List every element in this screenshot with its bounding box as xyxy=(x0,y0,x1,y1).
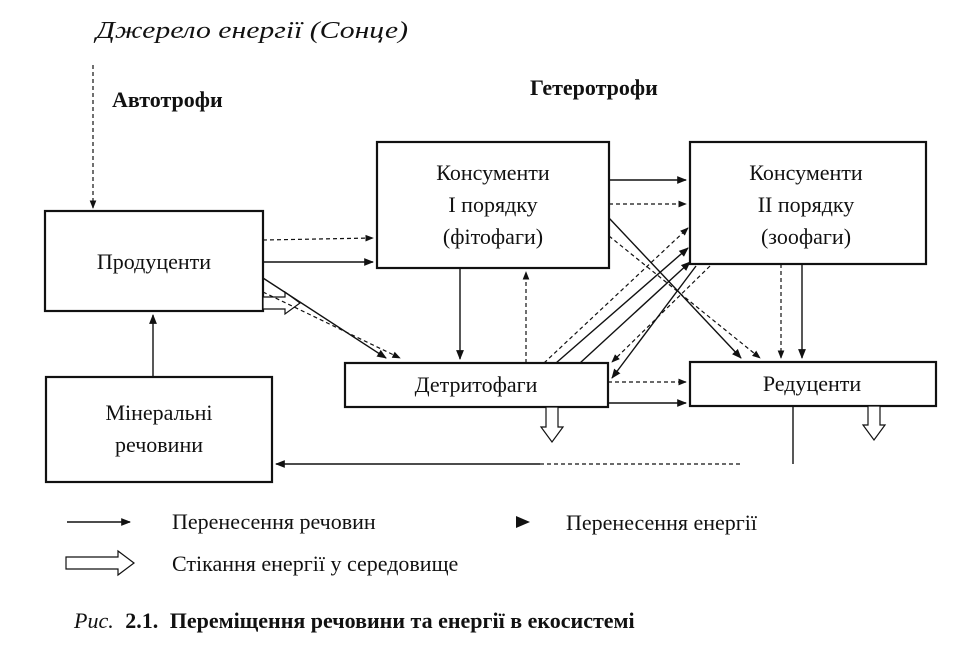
reducers-box: Редуценти xyxy=(688,360,938,408)
legend: Перенесення речовин Перенесення енергії … xyxy=(65,509,758,577)
consumers1-label-line2: І порядку xyxy=(448,192,537,217)
detritivores-to-consumers2-matter-arrow xyxy=(555,247,689,364)
minerals-box: Мінеральні речовини xyxy=(44,375,274,484)
legend-energy-label: Перенесення енергії xyxy=(566,510,758,535)
figure-caption: Рис. 2.1. Переміщення речовини та енергі… xyxy=(73,608,635,633)
caption-number: 2.1. xyxy=(125,608,158,633)
detritivores-box: Детритофаги xyxy=(343,361,610,409)
minerals-label-line1: Мінеральні xyxy=(105,400,212,425)
caption-prefix: Рис. xyxy=(73,608,114,633)
legend-matter-label: Перенесення речовин xyxy=(172,509,376,534)
consumers2-label-line3: (зоофаги) xyxy=(761,224,851,249)
reducers-dissipation-arrow xyxy=(861,405,887,442)
consumers1-to-reducers-matter-arrow xyxy=(608,217,742,359)
legend-dissipation-arrow-symbol xyxy=(65,549,135,577)
consumers2-box: Консументи ІІ порядку (зоофаги) xyxy=(688,140,928,266)
detritivores-to-consumers2-energy-arrow xyxy=(543,227,689,364)
consumers2-label-line2: ІІ порядку xyxy=(758,192,855,217)
consumers2-to-detritivores-matter-arrow xyxy=(611,265,697,379)
producers-to-detritivores-energy-arrow xyxy=(262,291,401,359)
legend-energy-arrow-symbol xyxy=(516,516,530,528)
consumers1-label-line3: (фітофаги) xyxy=(443,224,543,249)
minerals-label-line2: речовини xyxy=(115,432,203,457)
detritivores-label: Детритофаги xyxy=(415,372,538,397)
consumers2-label-line1: Консументи xyxy=(749,160,863,185)
consumers2-to-detritivores-energy-arrow xyxy=(611,265,711,363)
legend-dissipation-label: Стікання енергії у середовище xyxy=(172,551,458,576)
autotrophs-label: Автотрофи xyxy=(112,87,223,112)
energy-source-label: Джерело енергії (Сонце) xyxy=(94,18,408,44)
producers-box: Продуценти xyxy=(43,209,265,313)
heterotrophs-label: Гетеротрофи xyxy=(530,75,658,100)
caption-text: Переміщення речовини та енергії в екосис… xyxy=(170,608,635,633)
consumers1-to-reducers-energy-arrow xyxy=(608,235,761,359)
consumers1-label-line1: Консументи xyxy=(436,160,550,185)
producers-to-consumers1-energy-arrow xyxy=(262,234,374,242)
producers-to-detritivores-matter-arrow xyxy=(262,277,387,359)
reducers-label: Редуценти xyxy=(763,371,862,396)
producers-dissipation-arrow xyxy=(262,290,302,316)
consumers1-box: Консументи І порядку (фітофаги) xyxy=(375,140,611,270)
detritivores-dissipation-arrow xyxy=(539,406,565,444)
detritivores-to-consumers2-matter-arrow-2 xyxy=(579,261,691,364)
producers-label: Продуценти xyxy=(97,249,211,274)
